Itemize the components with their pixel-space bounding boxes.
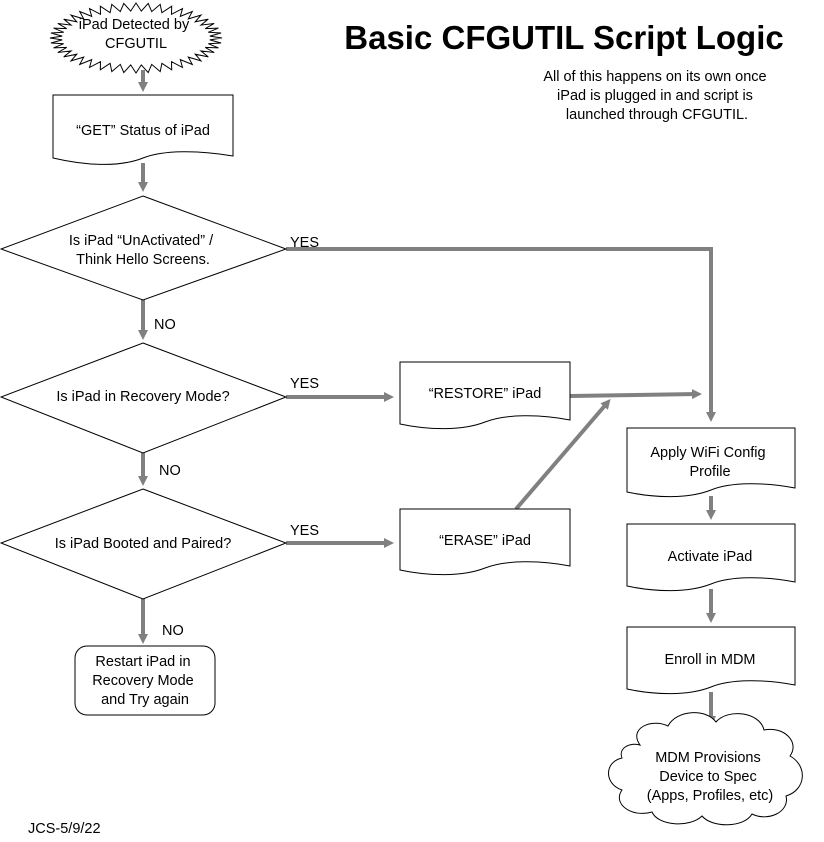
document-shape bbox=[626, 523, 796, 592]
node-wifi: Apply WiFi Config Profile bbox=[626, 427, 796, 498]
diagram-title: Basic CFGUTIL Script Logic bbox=[344, 19, 783, 56]
node-recovery: Is iPad in Recovery Mode? bbox=[0, 342, 288, 454]
decision-shape bbox=[0, 488, 288, 600]
node-restore-text: “RESTORE” iPad bbox=[429, 386, 542, 402]
edge-label-booted-yes: YES bbox=[290, 523, 319, 539]
cloud-shape bbox=[608, 712, 803, 826]
node-booted-text: Is iPad Booted and Paired? bbox=[55, 536, 232, 552]
node-restore: “RESTORE” iPad bbox=[399, 361, 571, 430]
node-restart-text: Restart iPad in Recovery Mode and Try ag… bbox=[92, 654, 198, 708]
edge-restore-to-wifi bbox=[569, 389, 702, 400]
document-shape bbox=[626, 626, 796, 695]
node-activate: Activate iPad bbox=[626, 523, 796, 592]
node-erase: “ERASE” iPad bbox=[399, 508, 571, 576]
edge-label-booted-no: NO bbox=[162, 623, 184, 639]
diagram-subtitle: All of this happens on its own once iPad… bbox=[543, 69, 770, 123]
node-get-status: “GET” Status of iPad bbox=[52, 94, 234, 165]
edge-erase-to-restore bbox=[514, 398, 611, 511]
node-restart: Restart iPad in Recovery Mode and Try ag… bbox=[74, 645, 216, 716]
document-shape bbox=[626, 427, 796, 498]
document-shape bbox=[399, 508, 571, 576]
edge-label-recovery-no: NO bbox=[159, 463, 181, 479]
decision-shape bbox=[0, 342, 288, 454]
node-erase-text: “ERASE” iPad bbox=[439, 533, 531, 549]
node-detected: iPad Detected by CFGUTIL bbox=[49, 2, 223, 74]
node-mdm: MDM Provisions Device to Spec (Apps, Pro… bbox=[608, 712, 803, 826]
footer-credit: JCS-5/9/22 bbox=[28, 821, 101, 837]
node-booted: Is iPad Booted and Paired? bbox=[0, 488, 288, 600]
node-mdm-text: MDM Provisions Device to Spec (Apps, Pro… bbox=[647, 750, 774, 804]
document-shape bbox=[399, 361, 571, 430]
document-shape bbox=[52, 94, 234, 165]
edge-label-unactivated-yes: YES bbox=[290, 235, 319, 251]
edge-label-unactivated-no: NO bbox=[154, 317, 176, 333]
node-activate-text: Activate iPad bbox=[668, 549, 753, 565]
edge-unactivated-yes bbox=[286, 247, 716, 422]
decision-shape bbox=[0, 195, 288, 301]
node-unactivated: Is iPad “UnActivated” / Think Hello Scre… bbox=[0, 195, 288, 301]
node-get-status-text: “GET” Status of iPad bbox=[76, 123, 210, 139]
node-enroll-text: Enroll in MDM bbox=[664, 652, 755, 668]
node-enroll: Enroll in MDM bbox=[626, 626, 796, 695]
terminal-shape bbox=[74, 645, 216, 716]
node-unactivated-text: Is iPad “UnActivated” / Think Hello Scre… bbox=[69, 233, 217, 268]
edges bbox=[138, 70, 716, 726]
node-wifi-text: Apply WiFi Config Profile bbox=[650, 445, 769, 480]
node-recovery-text: Is iPad in Recovery Mode? bbox=[56, 389, 229, 405]
burst-shape bbox=[49, 2, 223, 74]
node-detected-text: iPad Detected by CFGUTIL bbox=[79, 17, 193, 52]
edge-label-recovery-yes: YES bbox=[290, 376, 319, 392]
